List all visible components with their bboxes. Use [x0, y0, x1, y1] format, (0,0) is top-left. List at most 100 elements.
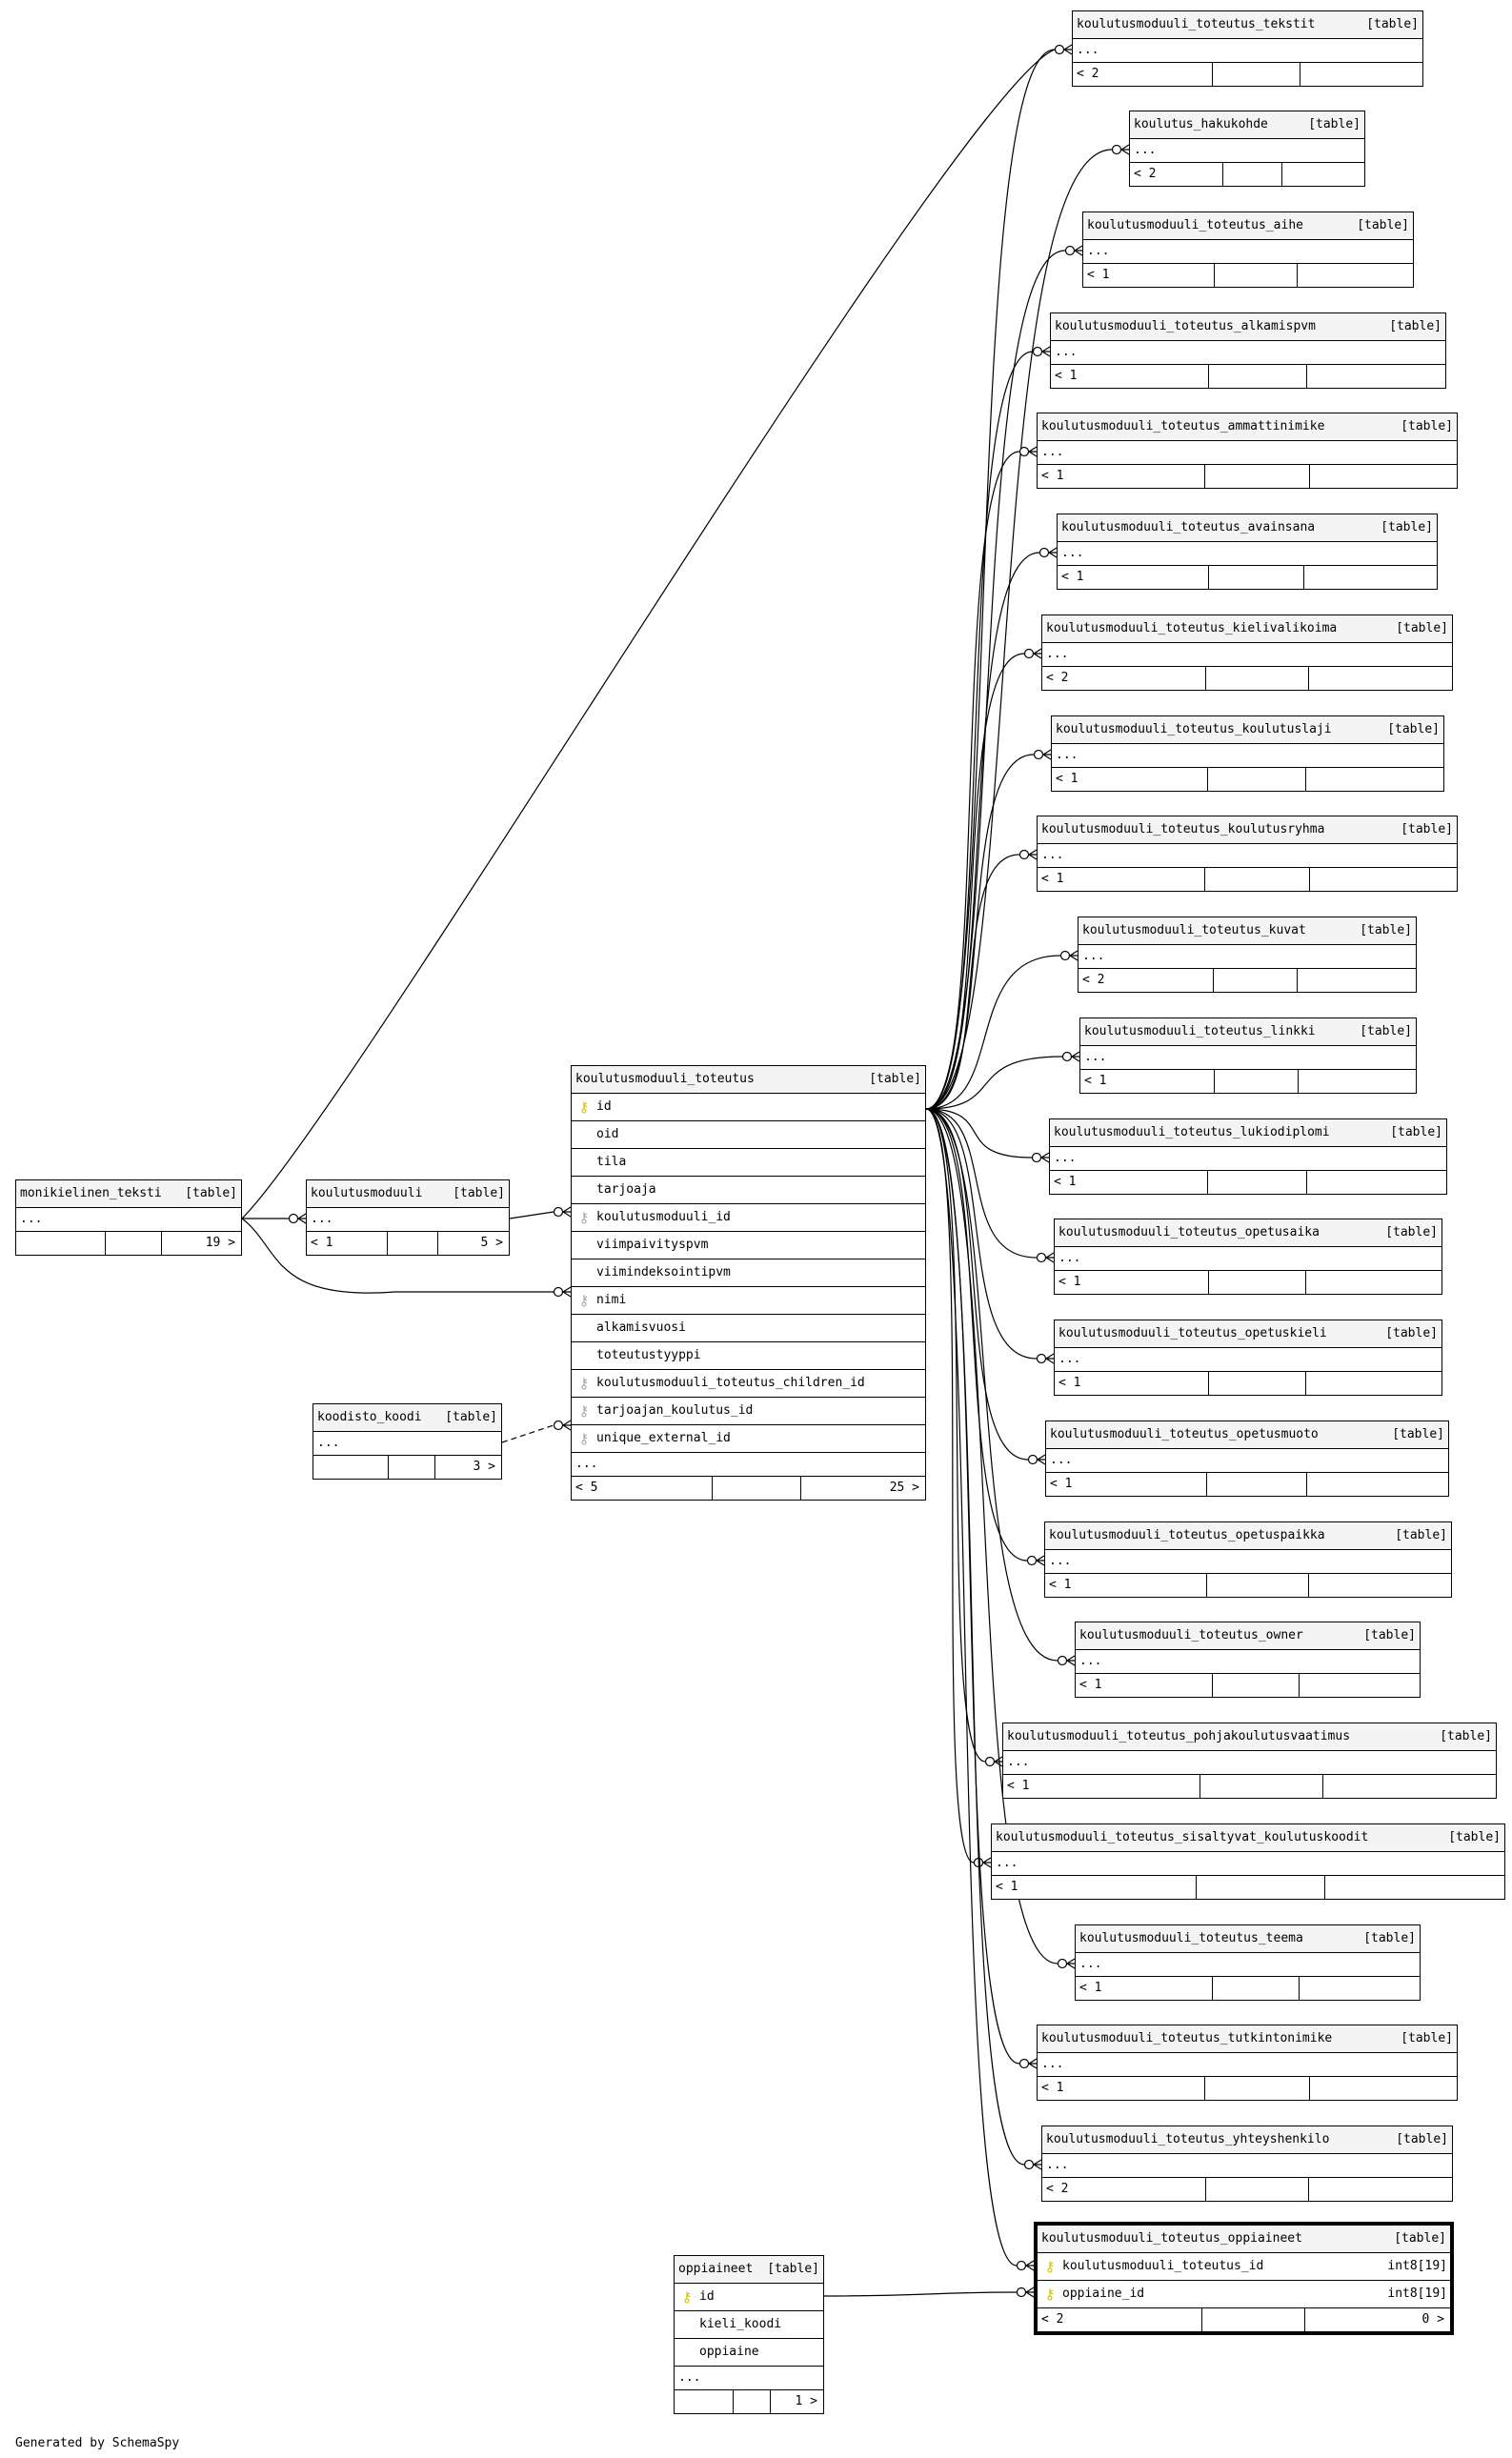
footer-middle	[1207, 1473, 1308, 1496]
table-koulutusmoduuli-toteutus-ammattinimike[interactable]: koulutusmoduuli_toteutus_ammattinimike[t…	[1037, 413, 1458, 489]
table-name: koulutusmoduuli_toteutus_tutkintonimike	[1041, 2031, 1333, 2045]
column-row[interactable]: ⚷unique_external_id	[572, 1425, 925, 1453]
table-header: koulutusmoduuli_toteutus_sisaltyvat_koul…	[992, 1824, 1504, 1852]
more-columns-ellipsis: ...	[1046, 1449, 1448, 1473]
table-koulutusmoduuli-toteutus-tekstit[interactable]: koulutusmoduuli_toteutus_tekstit[table].…	[1072, 10, 1423, 87]
edge-oppiaineet-to-focus	[823, 2291, 1018, 2297]
crows-foot-marker	[553, 1286, 572, 1298]
column-row[interactable]: ⚷id	[572, 1094, 925, 1121]
footer-middle	[1213, 63, 1300, 86]
table-koodisto-koodi[interactable]: koodisto_koodi [table] ... 3 >	[312, 1403, 502, 1480]
table-name: koulutusmoduuli_toteutus_alkamispvm	[1055, 319, 1316, 333]
table-koulutusmoduuli-toteutus-kielivalikoima[interactable]: koulutusmoduuli_toteutus_kielivalikoima[…	[1041, 614, 1453, 691]
column-row[interactable]: viimpaivityspvm	[572, 1232, 925, 1259]
column-row[interactable]: oid	[572, 1121, 925, 1149]
footer-middle	[1202, 2308, 1306, 2331]
column-name: oppiaine_id	[1062, 2287, 1145, 2301]
table-koulutusmoduuli-toteutus-kuvat[interactable]: koulutusmoduuli_toteutus_kuvat[table]...…	[1078, 917, 1417, 993]
crows-foot-marker	[1054, 44, 1073, 55]
table-name: koulutusmoduuli_toteutus_opetuspaikka	[1049, 1528, 1325, 1542]
column-row[interactable]: tila	[572, 1149, 925, 1177]
column-row[interactable]: ⚷nimi	[572, 1287, 925, 1315]
table-koulutusmoduuli-toteutus-avainsana[interactable]: koulutusmoduuli_toteutus_avainsana[table…	[1057, 514, 1438, 590]
footer-middle	[389, 1456, 436, 1479]
table-koulutusmoduuli-toteutus-alkamispvm[interactable]: koulutusmoduuli_toteutus_alkamispvm[tabl…	[1050, 312, 1446, 389]
edge-to-koulutusmoduuli-toteutus-lukiodiplomi	[925, 1108, 1033, 1158]
footer-middle	[1197, 1876, 1325, 1899]
table-name: koulutusmoduuli_toteutus_tekstit	[1077, 17, 1316, 31]
more-columns-ellipsis: ...	[1038, 2053, 1457, 2077]
table-name: koulutus_hakukohde	[1134, 117, 1268, 131]
table-koulutusmoduuli-toteutus-sisaltyvat-koulutuskoodit[interactable]: koulutusmoduuli_toteutus_sisaltyvat_koul…	[991, 1823, 1505, 1900]
column-row[interactable]: oppiaine	[675, 2339, 823, 2367]
table-header: koulutusmoduuli_toteutus_oppiaineet [tab…	[1038, 2226, 1450, 2253]
table-kind: [table]	[1387, 722, 1440, 736]
table-header: koulutusmoduuli_toteutus_koulutuslaji[ta…	[1052, 716, 1443, 744]
footer-parents: < 1	[1076, 1977, 1214, 2000]
table-kind: [table]	[1385, 1225, 1438, 1239]
footer-children	[1309, 2178, 1453, 2201]
table-koulutusmoduuli[interactable]: koulutusmoduuli [table] ... < 1 5 >	[306, 1179, 510, 1256]
column-name: id	[699, 2289, 715, 2304]
footer-middle	[1209, 365, 1308, 388]
edge-to-koulutusmoduuli-toteutus-kuvat	[925, 955, 1061, 1110]
footer-parents: < 1	[1038, 2077, 1205, 2100]
column-row[interactable]: ⚷tarjoajan_koulutus_id	[572, 1398, 925, 1425]
crows-foot-marker	[1027, 1454, 1046, 1465]
table-koulutusmoduuli-toteutus-teema[interactable]: koulutusmoduuli_toteutus_teema[table]...…	[1075, 1924, 1421, 2001]
table-koulutusmoduuli-toteutus-tutkintonimike[interactable]: koulutusmoduuli_toteutus_tutkintonimike[…	[1037, 2025, 1458, 2101]
column-row[interactable]: alkamisvuosi	[572, 1315, 925, 1342]
more-columns-ellipsis: ...	[572, 1453, 925, 1477]
crows-foot-marker	[1023, 2159, 1042, 2170]
footer-parents: < 2	[1130, 163, 1224, 186]
footer-middle	[1215, 264, 1298, 287]
column-row[interactable]: ⚷koulutusmoduuli_id	[572, 1204, 925, 1232]
foreign-key-icon: ⚷	[578, 1209, 590, 1226]
table-koulutusmoduuli-toteutus-lukiodiplomi[interactable]: koulutusmoduuli_toteutus_lukiodiplomi[ta…	[1049, 1118, 1447, 1195]
footer-parents: < 2	[1079, 969, 1214, 992]
table-name: koulutusmoduuli_toteutus_lukiodiplomi	[1054, 1125, 1330, 1139]
footer-middle	[1223, 163, 1282, 186]
column-row[interactable]: ⚷koulutusmoduuli_toteutus_children_id	[572, 1370, 925, 1398]
table-koulutusmoduuli-toteutus-yhteyshenkilo[interactable]: koulutusmoduuli_toteutus_yhteyshenkilo[t…	[1041, 2126, 1453, 2202]
table-name: koulutusmoduuli_toteutus	[575, 1072, 755, 1086]
table-monikielinen-teksti[interactable]: monikielinen_teksti [table] ... 19 >	[15, 1179, 242, 1256]
column-row[interactable]: kieli_koodi	[675, 2311, 823, 2339]
foreign-key-icon: ⚷	[578, 1375, 590, 1392]
table-header: koulutusmoduuli_toteutus_lukiodiplomi[ta…	[1050, 1119, 1446, 1147]
crows-foot-marker	[973, 1857, 992, 1868]
table-koulutusmoduuli-toteutus-koulutuslaji[interactable]: koulutusmoduuli_toteutus_koulutuslaji[ta…	[1051, 715, 1444, 792]
column-row[interactable]: tarjoaja	[572, 1177, 925, 1204]
column-row[interactable]: toteutustyyppi	[572, 1342, 925, 1370]
table-koulutusmoduuli-toteutus-linkki[interactable]: koulutusmoduuli_toteutus_linkki[table]..…	[1079, 1017, 1417, 1094]
footer-parents: < 1	[1046, 1473, 1207, 1496]
more-columns-ellipsis: ...	[1130, 139, 1364, 163]
table-koulutusmoduuli-toteutus-opetuskieli[interactable]: koulutusmoduuli_toteutus_opetuskieli[tab…	[1054, 1320, 1442, 1396]
table-koulutusmoduuli-toteutus-owner[interactable]: koulutusmoduuli_toteutus_owner[table]...…	[1075, 1622, 1421, 1698]
table-koulutusmoduuli-toteutus-aihe[interactable]: koulutusmoduuli_toteutus_aihe[table]...<…	[1082, 212, 1414, 288]
column-type: int8[19]	[1387, 2259, 1447, 2273]
column-row[interactable]: viimindeksointipvm	[572, 1259, 925, 1287]
column-row[interactable]: ⚷id	[675, 2284, 823, 2311]
table-koulutus-hakukohde[interactable]: koulutus_hakukohde[table]...< 2	[1129, 111, 1365, 187]
crows-foot-marker	[553, 1420, 572, 1431]
table-header: koulutusmoduuli_toteutus_tutkintonimike[…	[1038, 2025, 1457, 2053]
more-columns-ellipsis: ...	[1076, 1650, 1420, 1674]
edge-monikielinen-to-tekstit	[241, 49, 1056, 1219]
table-koulutusmoduuli-toteutus-opetuspaikka[interactable]: koulutusmoduuli_toteutus_opetuspaikka[ta…	[1044, 1521, 1452, 1598]
table-koulutusmoduuli-toteutus-pohjakoulutusvaatimus[interactable]: koulutusmoduuli_toteutus_pohjakoulutusva…	[1002, 1723, 1497, 1799]
crows-foot-marker	[1016, 2260, 1035, 2271]
table-name: koulutusmoduuli_toteutus_owner	[1079, 1628, 1303, 1642]
footer-middle	[1207, 1574, 1309, 1597]
table-koulutusmoduuli-toteutus-oppiaineet[interactable]: koulutusmoduuli_toteutus_oppiaineet [tab…	[1034, 2222, 1454, 2335]
table-koulutusmoduuli-toteutus-koulutusryhma[interactable]: koulutusmoduuli_toteutus_koulutusryhma[t…	[1037, 816, 1458, 892]
edge-to-koulutusmoduuli-toteutus-koulutusryhma	[925, 854, 1020, 1110]
table-koulutusmoduuli-toteutus-opetusaika[interactable]: koulutusmoduuli_toteutus_opetusaika[tabl…	[1054, 1219, 1442, 1295]
table-koulutusmoduuli-toteutus-opetusmuoto[interactable]: koulutusmoduuli_toteutus_opetusmuoto[tab…	[1045, 1420, 1449, 1497]
edge-to-koulutusmoduuli-toteutus-oppiaineet	[925, 1108, 1018, 2267]
